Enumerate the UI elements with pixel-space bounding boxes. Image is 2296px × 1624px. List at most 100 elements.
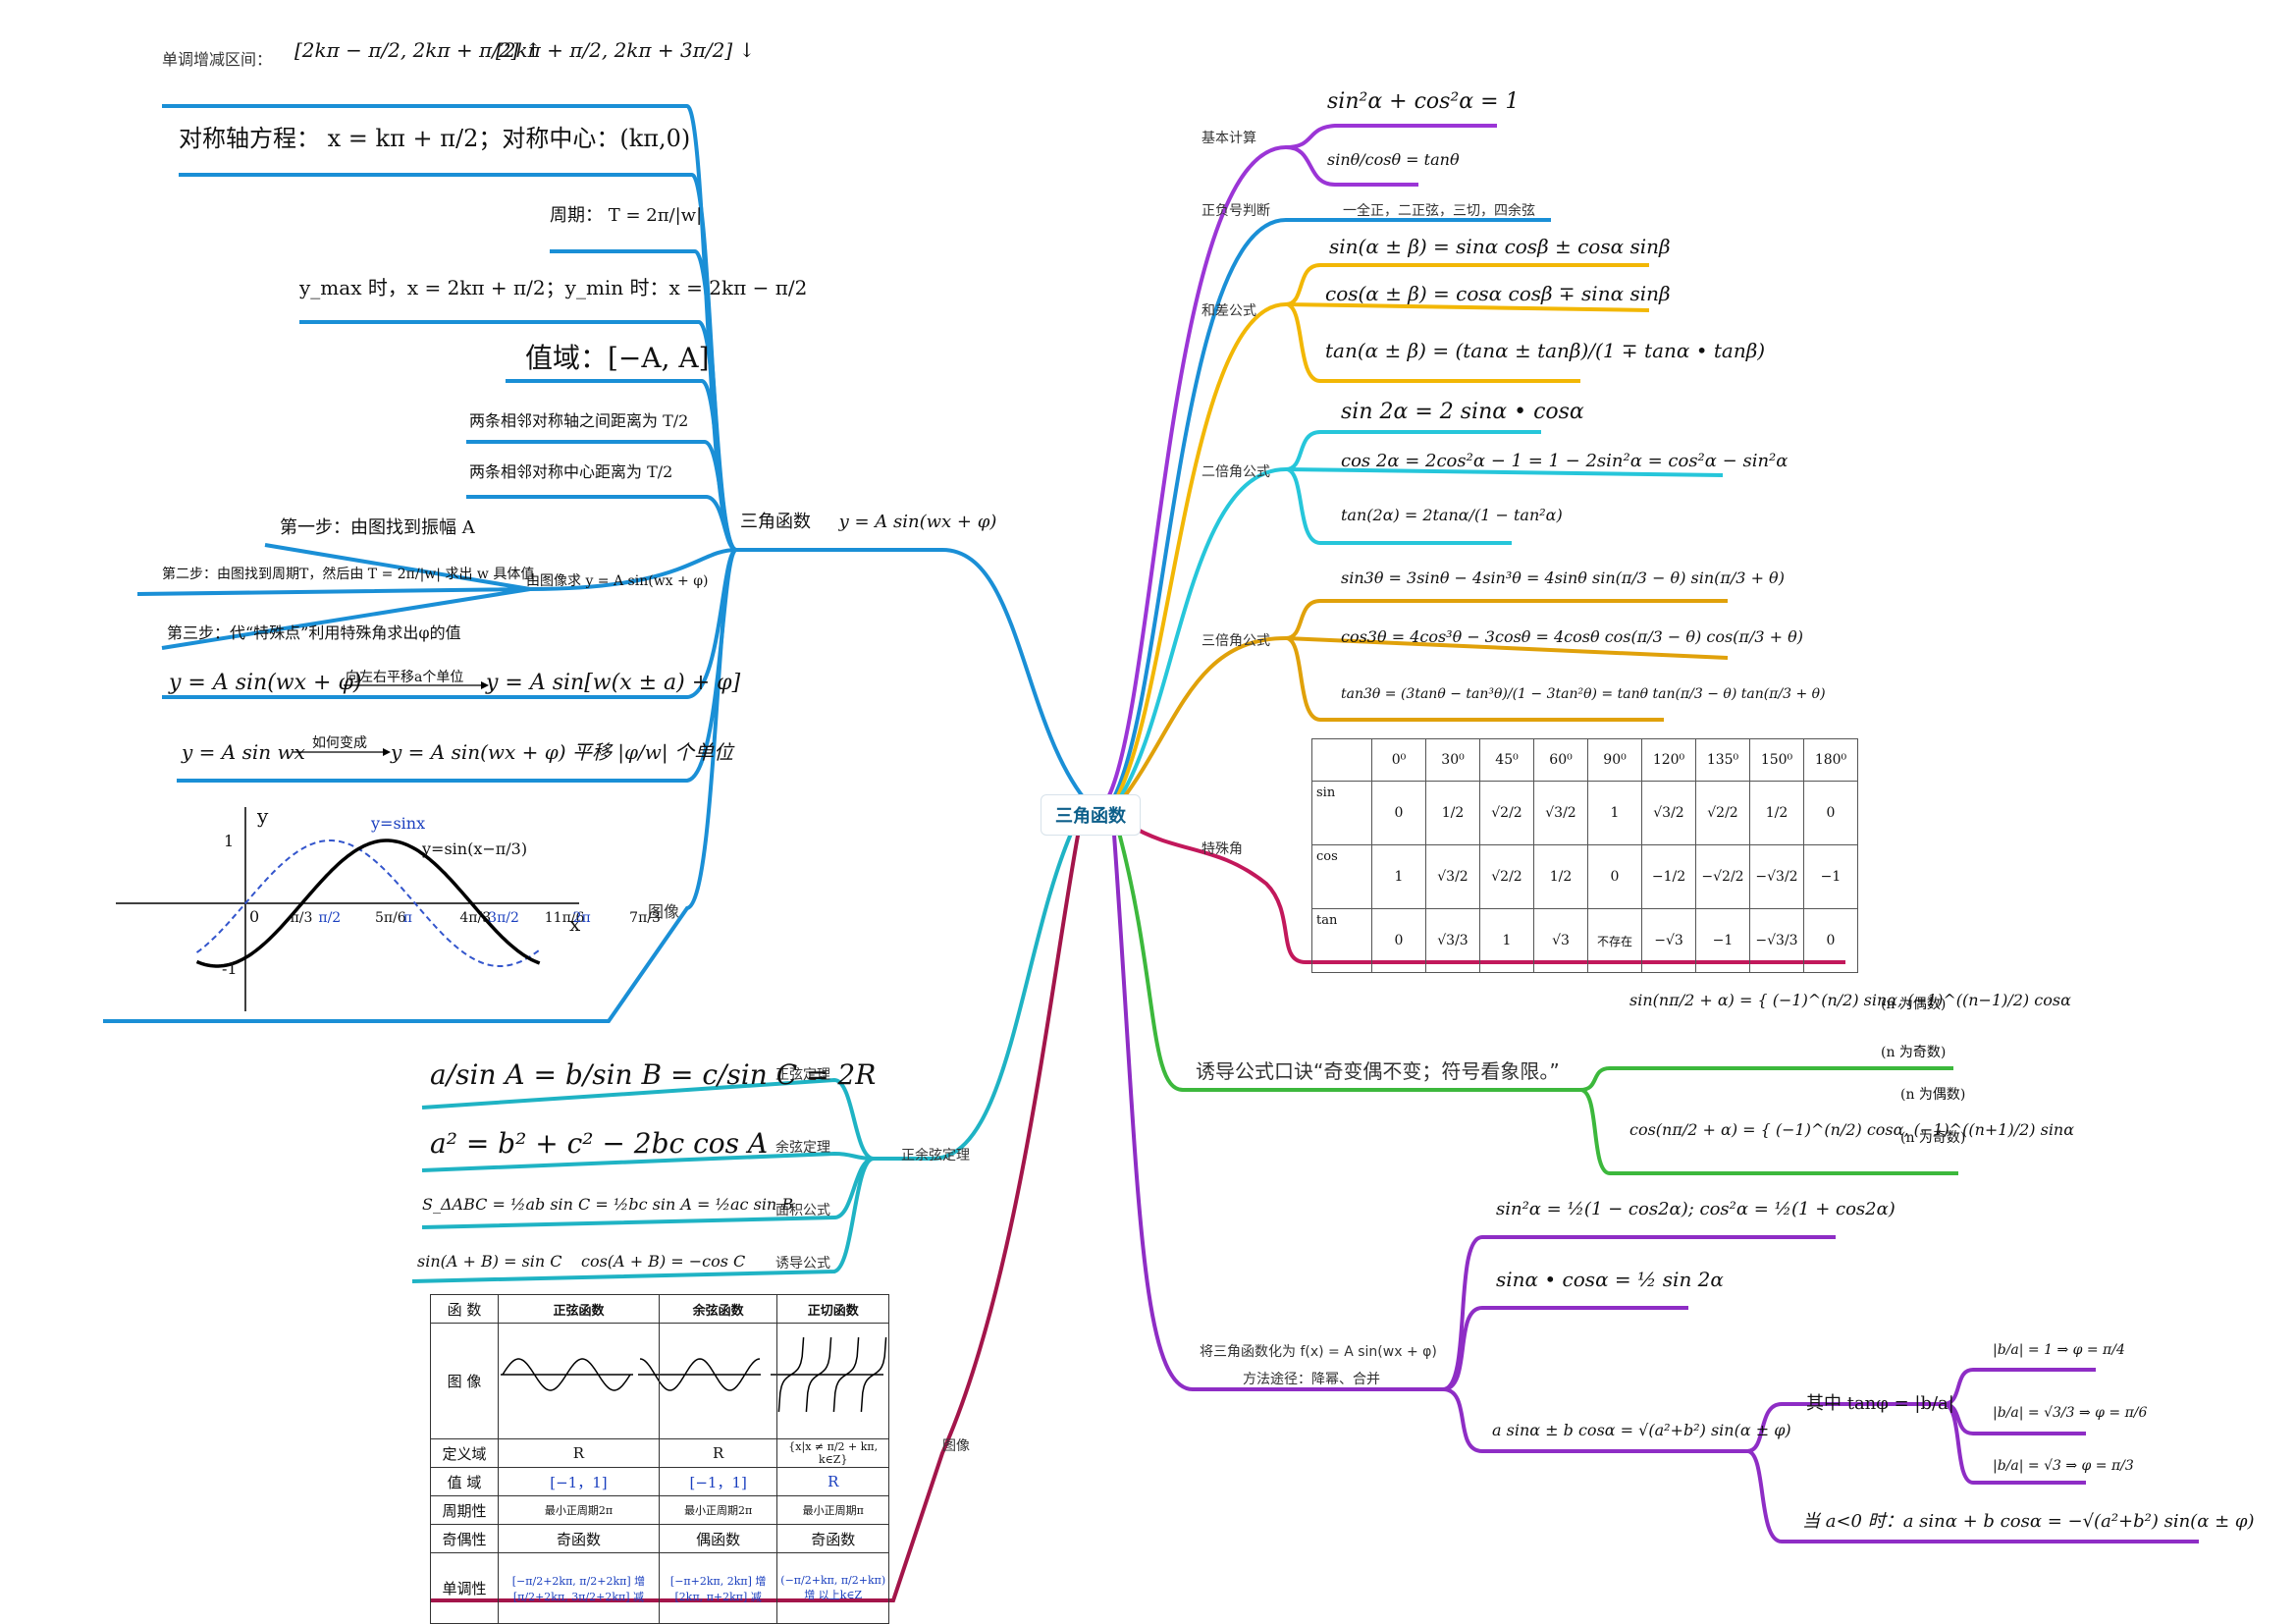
compare-header-cell: 正弦函数 [498, 1294, 660, 1324]
monotonic-label: 单调增减区间： [162, 50, 273, 69]
shift-from: y = A sin(wx + φ) [169, 671, 362, 695]
special-label: 特殊角 [1201, 841, 1243, 857]
special-value-cell: −1 [1803, 844, 1858, 909]
graph-neg-one: -1 [222, 959, 238, 978]
graph-sinx-label: y=sinx [371, 814, 426, 833]
special-header-cell: 45⁰ [1479, 738, 1534, 782]
compare-header-cell: 正切函数 [776, 1294, 889, 1324]
basic1: sin²α + cos²α = 1 [1327, 89, 1520, 114]
graph-tick-label: 7π/3 [629, 910, 661, 926]
compare-cell: [−π+2kπ, 2kπ] 增 [2kπ, π+2kπ] 减 [658, 1552, 778, 1624]
sign-rule: 一全正，二正弦，三切，四余弦 [1343, 203, 1535, 219]
special-value-cell: √2/2 [1479, 781, 1534, 845]
special-value-cell: 1 [1371, 844, 1426, 909]
special-value-cell: 1/2 [1425, 781, 1480, 845]
triple2: cos3θ = 4cos³θ − 3cosθ = 4cosθ cos(π/3 −… [1341, 627, 1803, 646]
compare-row-header: 奇偶性 [430, 1524, 499, 1553]
special-header-cell: 30⁰ [1425, 738, 1480, 782]
compare-cell: 最小正周期2π [498, 1495, 660, 1525]
graph-sinx-curve [195, 839, 541, 967]
special-value-cell: √2/2 [1695, 781, 1750, 845]
special-value-cell: 0 [1803, 908, 1858, 973]
triple1: sin3θ = 3sinθ − 4sin³θ = 4sinθ sin(π/3 −… [1341, 568, 1785, 587]
aux-tan: 其中 tanφ = |b/a| [1806, 1393, 1954, 1414]
shift-to: y = A sin[w(x ± a) + φ] [486, 671, 741, 695]
graph-tick-label: 11π/6 [544, 910, 585, 926]
distance-axis: 两条相邻对称轴之间距离为 T/2 [469, 411, 689, 430]
monotonic-down: [2kπ + π/2, 2kπ + 3π/2] ↓ [496, 38, 756, 62]
graph-shifted-curve [195, 839, 541, 968]
edge-center-trig [736, 548, 1092, 807]
compare-cell: [−1，1] [498, 1467, 660, 1496]
compare-row-header: 周期性 [430, 1495, 499, 1525]
special-value-cell: −1 [1695, 908, 1750, 973]
compare-cell: 偶函数 [658, 1524, 778, 1553]
special-value-cell: 0 [1803, 781, 1858, 845]
compare-row-header: 定义域 [430, 1438, 499, 1468]
induce-label: 诱导公式 [775, 1256, 830, 1272]
sum2: cos(α ± β) = cosα cosβ ∓ sinα sinβ [1325, 282, 1671, 305]
graph-tick-label: 5π/6 [374, 910, 406, 926]
special-header-cell: 60⁰ [1533, 738, 1588, 782]
step1: 第一步：由图找到振幅 A [280, 517, 475, 538]
sign-label: 正负号判断 [1201, 203, 1270, 219]
special-value-cell: 1 [1479, 908, 1534, 973]
graph-tick-label: 2π [572, 910, 591, 926]
compare-sine-graph-cell [498, 1323, 660, 1439]
induce1: sin(A + B) = sin C [417, 1252, 562, 1271]
special-value-cell: 1/2 [1749, 781, 1804, 845]
double1: sin 2α = 2 sinα • cosα [1341, 400, 1584, 424]
special-header-cell: 90⁰ [1587, 738, 1642, 782]
graph-tick-label: π/3 [290, 910, 313, 926]
compare-cell: [−π/2+2kπ, π/2+2kπ] 增 [π/2+2kπ, 3π/2+2kπ… [498, 1552, 660, 1624]
induce-odd-2: (n 为奇数) [1900, 1130, 1966, 1146]
graph-y-label: y [257, 804, 269, 828]
step2: 第二步：由图找到周期T，然后由 T = 2π/|w| 求出 w 具体值 [162, 567, 535, 582]
compare-row-graph: 图 像 [430, 1323, 889, 1439]
special-header-cell: 150⁰ [1749, 738, 1804, 782]
from-graph-label: 由图像求 y = A sin(wx + φ) [526, 573, 709, 589]
axis-equation: 对称轴方程： x = kπ + π/2；对称中心：(kπ,0) [179, 125, 691, 152]
compare-header-row: 函 数 正弦函数 余弦函数 正切函数 [430, 1294, 889, 1324]
special-value-cell: 1/2 [1533, 844, 1588, 909]
compare-cell: (−π/2+kπ, π/2+kπ) 增 以上k∈Z [776, 1552, 889, 1624]
compare-cosine-graph-cell [658, 1323, 778, 1439]
center-node[interactable]: 三角函数 [1041, 794, 1141, 836]
transform-to: y = A sin(wx + φ) 平移 |φ/w| 个单位 [391, 740, 734, 764]
special-row-header: cos [1311, 844, 1372, 909]
shift-arrow-label: 向左右平移a个单位 [346, 670, 464, 685]
special-header-cell: 180⁰ [1803, 738, 1858, 782]
special-row-header: sin [1311, 781, 1372, 845]
special-row-header: tan [1311, 908, 1372, 973]
function-compare-table: 函 数 正弦函数 余弦函数 正切函数 图 像 定义域 R R {x|x ≠ π/… [430, 1294, 889, 1624]
special-value-cell: −√2/2 [1695, 844, 1750, 909]
special-value-cell: 0 [1587, 844, 1642, 909]
compare-row-header: 单调性 [430, 1552, 499, 1624]
double3: tan(2α) = 2tanα/(1 − tan²α) [1341, 506, 1563, 524]
range-formula: 值域：[−A, A] [525, 342, 710, 374]
compare-cell: {x|x ≠ π/2 + kπ, k∈Z} [776, 1438, 889, 1468]
compare-cell: 奇函数 [776, 1524, 889, 1553]
special-value-cell: −√3/3 [1749, 908, 1804, 973]
graph-tick-label: 4π/3 [459, 910, 492, 926]
compare-header-cell: 函 数 [430, 1294, 499, 1324]
compare-cell: R [658, 1438, 778, 1468]
graph-zero: 0 [249, 907, 260, 926]
arrows [344, 681, 489, 689]
aux-formula: a sinα ± b cosα = √(a²+b²) sin(α ± φ) [1492, 1421, 1791, 1439]
special-value-cell: 0 [1371, 781, 1426, 845]
laws-branch-label: 正余弦定理 [901, 1148, 970, 1164]
special-header-cell: 135⁰ [1695, 738, 1750, 782]
aux-case2: |b/a| = √3/3 ⇒ φ = π/6 [1993, 1405, 2148, 1421]
aux-negative: 当 a<0 时：a sinα + b cosα = −√(a²+b²) sin(… [1802, 1511, 2255, 1532]
transform-from: y = A sin wx [182, 740, 305, 764]
compare-row-domain: 定义域 R R {x|x ≠ π/2 + kπ, k∈Z} [430, 1438, 889, 1468]
compare-row-header: 值 域 [430, 1467, 499, 1496]
induce-even-2: (n 为偶数) [1900, 1087, 1966, 1103]
special-value-cell: −1/2 [1641, 844, 1696, 909]
aux-case1: |b/a| = 1 ⇒ φ = π/4 [1993, 1342, 2125, 1358]
